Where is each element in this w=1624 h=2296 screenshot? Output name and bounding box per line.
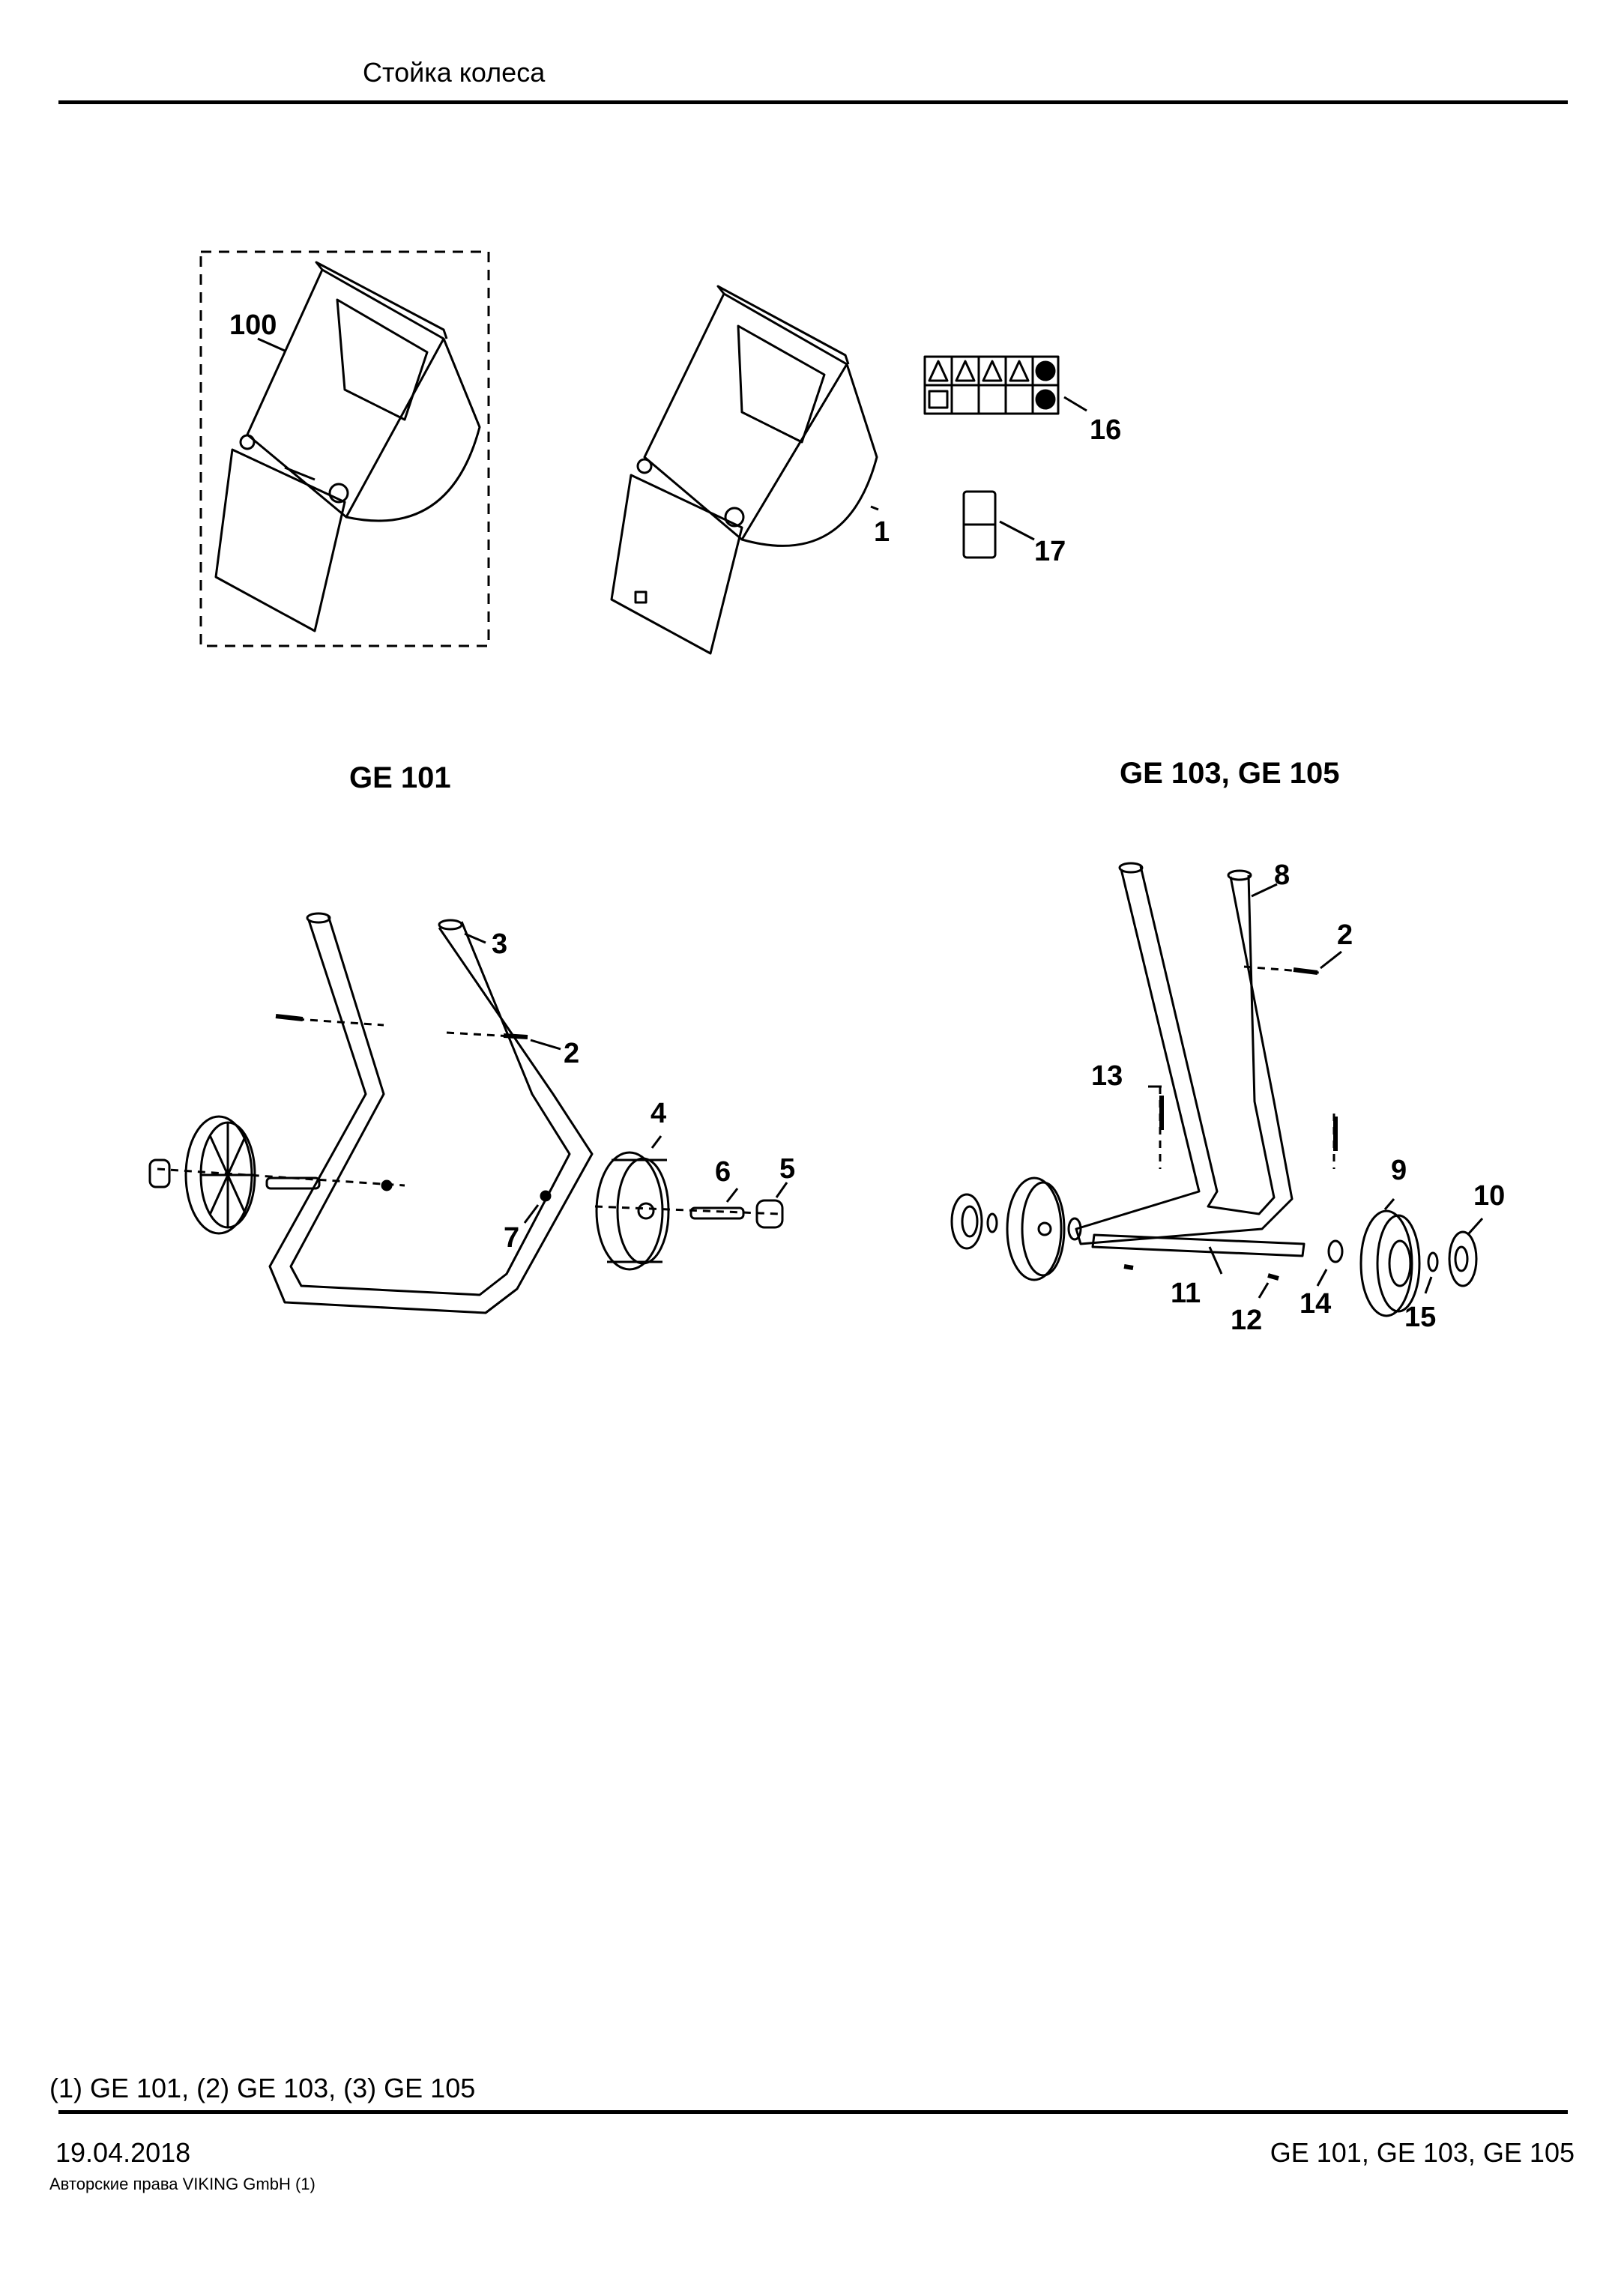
leader-17 bbox=[999, 520, 1035, 541]
ge101-clip-left bbox=[381, 1179, 393, 1191]
ge101-clip-7 bbox=[523, 1190, 552, 1224]
leader-2b bbox=[1320, 950, 1342, 970]
leader-7 bbox=[523, 1204, 540, 1224]
callout-13: 13 bbox=[1091, 1060, 1123, 1092]
leader-16 bbox=[1063, 396, 1087, 412]
leader-12 bbox=[1258, 1282, 1270, 1299]
ge101-left-wheel bbox=[148, 1115, 393, 1235]
callout-6: 6 bbox=[715, 1156, 731, 1188]
ge103-washer-14 bbox=[1316, 1239, 1344, 1287]
footer-copyright: Авторские права VIKING GmbH (1) bbox=[49, 2175, 316, 2193]
callout-2a: 2 bbox=[564, 1038, 579, 1069]
callout-5: 5 bbox=[779, 1153, 795, 1185]
model-footnote: (1) GE 101, (2) GE 103, (3) GE 105 bbox=[49, 2073, 476, 2103]
leader-2a bbox=[530, 1039, 561, 1051]
footer-models: GE 101, GE 103, GE 105 bbox=[1270, 2137, 1575, 2168]
ge103-right-wheel-9 bbox=[1359, 1198, 1421, 1317]
callout-16: 16 bbox=[1090, 414, 1121, 446]
catcher-assembly-100 bbox=[214, 261, 481, 632]
callout-3: 3 bbox=[492, 928, 507, 960]
leader-4 bbox=[650, 1135, 662, 1149]
leader-14 bbox=[1316, 1269, 1328, 1287]
callout-11: 11 bbox=[1171, 1278, 1201, 1309]
ge103-left-wheel bbox=[950, 1176, 1082, 1281]
leader-10 bbox=[1467, 1217, 1484, 1235]
ge103-pin-12 bbox=[1123, 1264, 1279, 1299]
page-title: Стойка колеса bbox=[363, 57, 546, 88]
header-rule bbox=[58, 100, 1568, 104]
leader-5 bbox=[775, 1182, 788, 1198]
ge101-cap-5 bbox=[755, 1182, 788, 1229]
callout-15: 15 bbox=[1404, 1302, 1436, 1333]
assembly-100-dashed-box bbox=[199, 250, 490, 647]
leader-9 bbox=[1383, 1198, 1395, 1210]
ge101-pins-2 bbox=[275, 1014, 561, 1051]
leader-15 bbox=[1424, 1276, 1433, 1294]
footer-rule bbox=[58, 2110, 1568, 2114]
label-sheet-16 bbox=[923, 355, 1087, 415]
callout-14: 14 bbox=[1299, 1288, 1331, 1320]
callout-7: 7 bbox=[504, 1222, 519, 1254]
ge101-axle-left bbox=[265, 1176, 321, 1190]
callout-8: 8 bbox=[1274, 860, 1290, 891]
part-17 bbox=[962, 490, 1035, 559]
ge101-right-wheel-4 bbox=[595, 1135, 670, 1271]
ge103-washer-15 bbox=[1424, 1251, 1439, 1294]
leader-100 bbox=[257, 337, 286, 352]
leader-3 bbox=[464, 932, 486, 944]
footer-date: 19.04.2018 bbox=[55, 2137, 191, 2168]
leader-11 bbox=[1208, 1246, 1223, 1275]
ge101-frame-3 bbox=[268, 912, 594, 1314]
ge103-cap-10 bbox=[1448, 1217, 1484, 1287]
ge101-axle-6 bbox=[689, 1188, 745, 1220]
ge103-axle-11 bbox=[1091, 1233, 1305, 1275]
callout-17: 17 bbox=[1034, 536, 1066, 567]
callout-100: 100 bbox=[229, 309, 277, 341]
ge103-pin-2 bbox=[1293, 950, 1342, 975]
leader-1 bbox=[870, 505, 879, 511]
leader-8 bbox=[1251, 883, 1278, 898]
catcher-part-1 bbox=[610, 285, 879, 655]
callout-9: 9 bbox=[1391, 1155, 1407, 1186]
ge103-frame-8 bbox=[1075, 862, 1294, 1245]
assembly-100-group bbox=[199, 250, 490, 647]
leader-6 bbox=[725, 1188, 739, 1203]
callout-4: 4 bbox=[650, 1098, 666, 1129]
section-title-ge101: GE 101 bbox=[349, 761, 451, 794]
callout-12: 12 bbox=[1231, 1305, 1262, 1336]
callout-10: 10 bbox=[1473, 1180, 1505, 1212]
callout-1: 1 bbox=[874, 516, 890, 548]
section-title-ge103-105: GE 103, GE 105 bbox=[1120, 757, 1340, 790]
callout-2b: 2 bbox=[1337, 919, 1353, 951]
ge103-pin-13 bbox=[1148, 1085, 1338, 1151]
